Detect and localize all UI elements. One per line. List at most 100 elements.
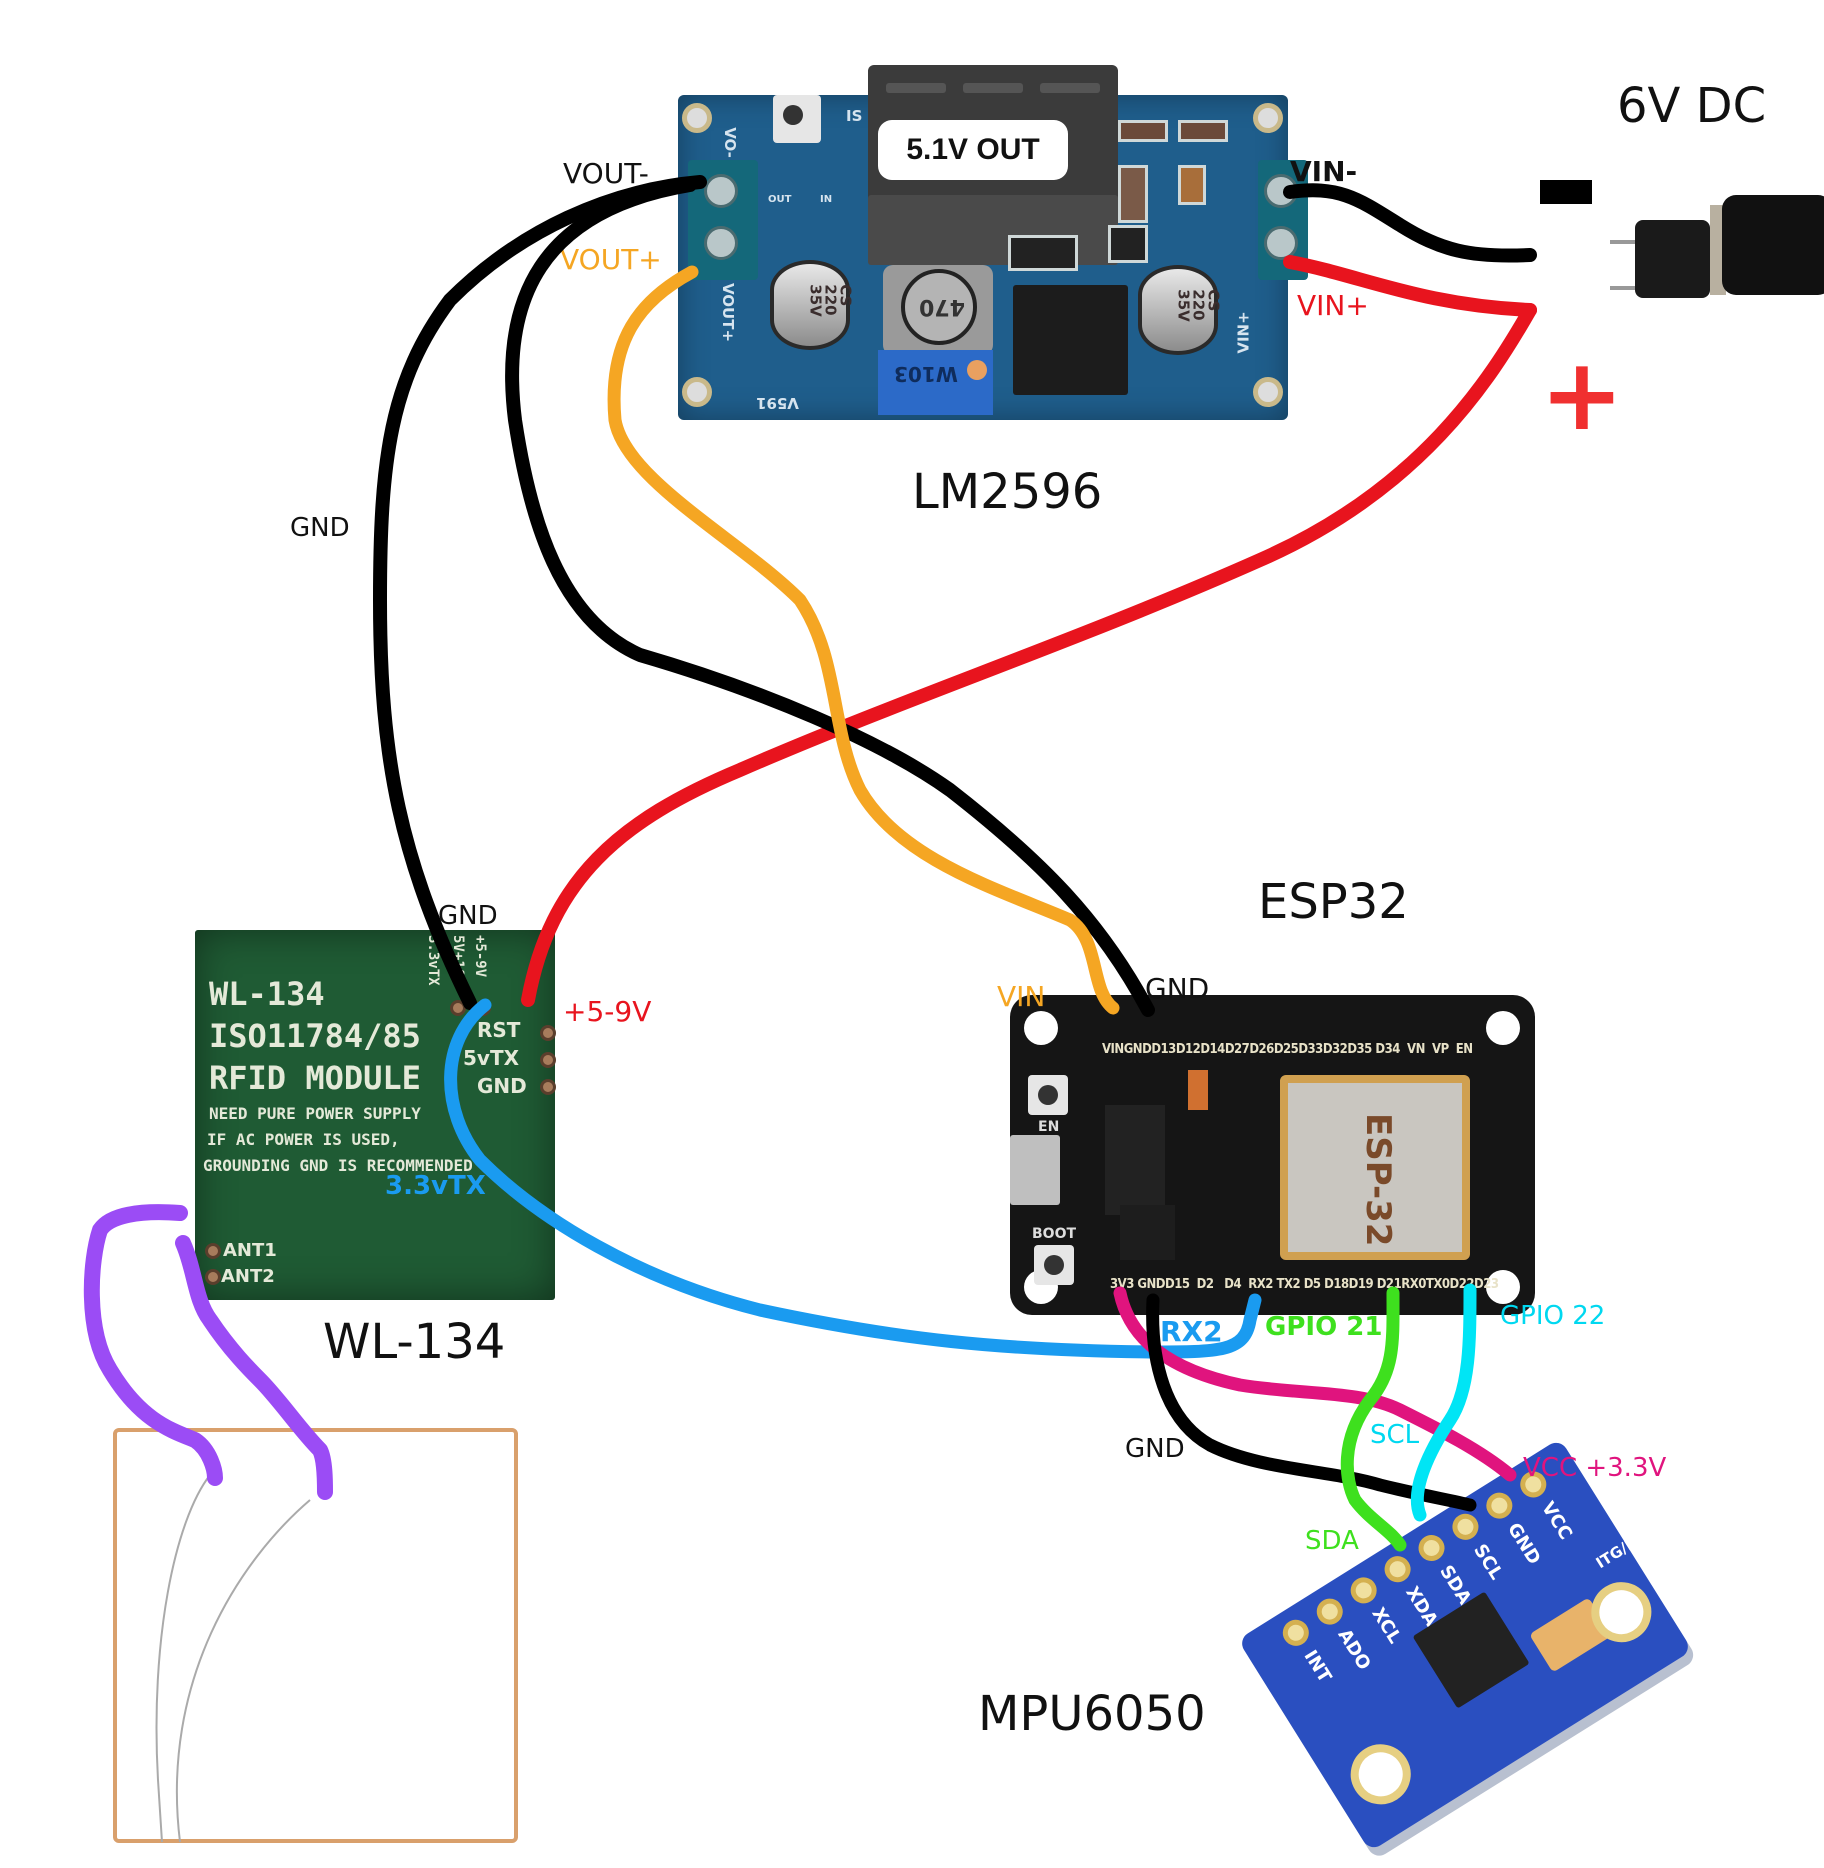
esp32-board: VINGNDD13D12D14D27D26D25D33D32D35 D34 VN… (1010, 995, 1535, 1315)
mpu6050-title: MPU6050 (978, 1686, 1206, 1742)
smd-resistor (1178, 120, 1228, 142)
pin: D23 (1474, 1277, 1499, 1292)
pin-label: GND (477, 1074, 527, 1098)
vout-minus-screw (704, 174, 738, 208)
pot-screw (967, 360, 987, 380)
pin-3v3: 3V3 (1110, 1277, 1134, 1292)
wire-rfid-gnd[interactable] (373, 175, 707, 1010)
pin: TX0 (1425, 1277, 1450, 1292)
pin: D34 (1375, 1042, 1400, 1057)
pin: D32 (1322, 1042, 1348, 1057)
pin-label: 5vTX (463, 1046, 520, 1070)
mounting-hole (1253, 377, 1283, 407)
pin: D27 (1224, 1042, 1250, 1057)
regulator-chip (1105, 1105, 1165, 1215)
tantalum-cap (1188, 1070, 1208, 1110)
display-segment (886, 83, 946, 93)
label-scl: SCL (1370, 1420, 1420, 1450)
mounting-hole (682, 377, 712, 407)
wl134-title: WL-134 (323, 1314, 506, 1370)
pin: D13 (1151, 1042, 1176, 1057)
pin: VP (1432, 1042, 1449, 1057)
label-wl-tx: 3.3vTX (385, 1171, 486, 1201)
silk-in: IN (820, 194, 833, 205)
ant1-pin (205, 1243, 221, 1259)
mounting-hole (1253, 103, 1283, 133)
dc-jack-icon (1610, 195, 1824, 298)
capacitor-input: CS 220 35V (1138, 265, 1223, 355)
board-line: IF AC POWER IS USED, (207, 1130, 400, 1149)
wire-ant2[interactable] (175, 1235, 333, 1500)
board-line: ISO11784/85 (209, 1017, 421, 1055)
label-rx2: RX2 (1160, 1315, 1223, 1348)
pin: D35 (1347, 1042, 1372, 1057)
mounting-hole (1486, 1270, 1520, 1304)
board-line: WL-134 (209, 975, 325, 1013)
side-pin (540, 1079, 556, 1095)
mounting-hole (1486, 1011, 1520, 1045)
vout-plus-screw (704, 226, 738, 260)
pin: D4 (1224, 1277, 1242, 1292)
side-pin (540, 1025, 556, 1041)
en-button (1028, 1075, 1068, 1115)
pin-gnd: GND (1123, 1042, 1152, 1057)
usb-uart-chip (1120, 1205, 1175, 1260)
mounting-hole (1024, 1011, 1058, 1045)
ant2-pin (205, 1269, 221, 1285)
pin: D18 (1324, 1277, 1349, 1292)
label-esp-gnd: GND (1145, 972, 1210, 1005)
capacitor-output: CS 220 35V (770, 260, 855, 350)
vin-plus-screw (1264, 226, 1298, 260)
silk-is: IS (846, 107, 863, 125)
pin-label: RST (477, 1018, 521, 1042)
boot-label: BOOT (1032, 1226, 1077, 1242)
wire-esp-vin[interactable] (607, 265, 1120, 1015)
label-vout-plus: VOUT+ (560, 243, 662, 276)
boot-button (1034, 1245, 1074, 1285)
wire-mpu-sda[interactable] (1340, 1286, 1407, 1552)
mounting-hole (682, 103, 712, 133)
display-segment (1040, 83, 1100, 93)
bottom-pin-row: 3V3 GNDD15 D2 D4 RX2 TX2 D5 D18D19 D21RX… (1110, 1278, 1499, 1291)
label-vout-minus: VOUT- (563, 157, 649, 190)
board-line: NEED PURE POWER SUPPLY (209, 1104, 421, 1123)
side-pin (540, 1052, 556, 1068)
pin: D15 (1165, 1277, 1190, 1292)
board-line: RFID MODULE (209, 1059, 421, 1097)
wire-vin-minus[interactable] (1283, 183, 1537, 263)
wire-esp-gnd[interactable] (505, 178, 1155, 1017)
smd-component (1108, 225, 1148, 263)
pin: D19 (1348, 1277, 1374, 1292)
label-gpio21: GPIO 21 (1265, 1312, 1383, 1342)
smd-capacitor (1178, 165, 1206, 205)
header-pin (450, 1000, 466, 1016)
label-mpu-vcc: VCC +3.3V (1523, 1453, 1667, 1483)
output-voltage-badge: 5.1V OUT (878, 120, 1068, 180)
wl134-board: WL-134 ISO11784/85 RFID MODULE NEED PURE… (195, 930, 556, 1300)
pin-vin: VIN (1102, 1042, 1124, 1057)
wire-rfid-tx[interactable] (444, 998, 1262, 1359)
pin: D2 (1196, 1277, 1214, 1292)
trim-potentiometer: W103 (878, 350, 993, 415)
wire-mpu-scl[interactable] (1410, 1283, 1477, 1522)
pin: D14 (1200, 1042, 1225, 1057)
lm2596-title: LM2596 (912, 464, 1103, 520)
en-label: EN (1038, 1119, 1060, 1135)
pin: D25 (1273, 1042, 1299, 1057)
pin-tx2: TX2 (1276, 1277, 1301, 1292)
label-mpu-gnd: GND (1125, 1434, 1185, 1464)
wire-rfid-power[interactable] (521, 303, 1537, 1007)
label-gnd-wire: GND (290, 513, 350, 543)
negative-symbol (1540, 180, 1592, 204)
label-esp-vin: VIN (997, 980, 1046, 1013)
display-segment (963, 83, 1023, 93)
wire-ant1[interactable] (83, 1204, 223, 1486)
wire-vin-plus[interactable] (1283, 255, 1537, 317)
inductor: 470 (883, 265, 993, 355)
esp32-wroom-module: ESP-32 (1280, 1075, 1470, 1260)
power-supply-title: 6V DC (1617, 78, 1767, 134)
positive-symbol: + (1540, 336, 1624, 453)
pin: D12 (1175, 1042, 1201, 1057)
